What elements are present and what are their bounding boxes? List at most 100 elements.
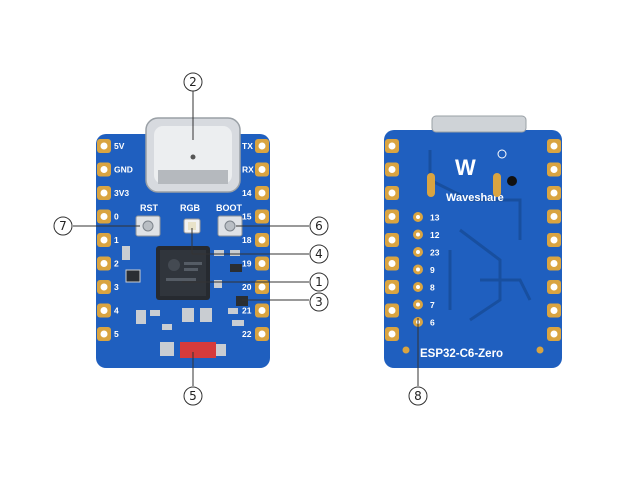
back-inner-pin-label: 6 — [430, 318, 435, 328]
back-inner-pads — [413, 212, 423, 327]
front-right-pad — [255, 280, 269, 294]
front-right-pad — [255, 233, 269, 247]
callout-number: 7 — [59, 219, 67, 233]
bottom-pad-left — [402, 346, 410, 354]
bottom-pad-right — [536, 346, 544, 354]
rgb-label: RGB — [180, 203, 201, 213]
back-left-pad — [385, 186, 399, 200]
back-inner-pin-label: 13 — [430, 213, 440, 223]
back-left-pad — [385, 139, 399, 153]
front-left-pin-label: 1 — [114, 235, 119, 245]
model-label: ESP32-C6-Zero — [420, 348, 503, 360]
back-right-pad — [547, 186, 561, 200]
front-left-pad — [97, 162, 111, 177]
front-right-pad — [255, 327, 269, 341]
front-right-pads — [255, 139, 269, 341]
usb-edge — [431, 115, 527, 133]
back-left-pad — [385, 280, 399, 294]
callout-number: 1 — [315, 275, 323, 289]
front-left-pin-label: 3V3 — [114, 188, 129, 198]
callout-mosfet: 3 — [309, 292, 329, 312]
front-left-pin-label: 4 — [114, 306, 119, 316]
back-right-pad — [547, 280, 561, 294]
callouts — [73, 88, 419, 386]
back-inner-pad — [413, 229, 423, 240]
callout-number: 3 — [315, 295, 323, 309]
front-left-pad — [97, 303, 111, 318]
front-right-pin-label: 19 — [242, 259, 252, 269]
smd-components — [122, 246, 248, 330]
front-right-pin-label: 14 — [242, 188, 252, 198]
rst-label: RST — [140, 203, 159, 213]
back-inner-pin-label: 8 — [430, 283, 435, 293]
back-right-pad — [547, 327, 561, 341]
back-left-pad — [385, 209, 399, 224]
callout-rgb-led: 4 — [309, 244, 329, 264]
front-left-pad — [97, 233, 111, 247]
callout-gpio-headers: 8 — [408, 386, 428, 406]
usb-shield-pad-left — [427, 173, 435, 197]
front-right-pad — [255, 139, 269, 153]
back-left-pad — [385, 256, 399, 271]
front-left-pin-label: 2 — [114, 259, 119, 269]
back-inner-pad — [413, 299, 423, 310]
rgb-led — [183, 218, 201, 234]
callout-number: 4 — [315, 247, 323, 261]
front-left-pin-label: GND — [114, 165, 133, 175]
back-left-pads — [385, 139, 399, 341]
front-right-pad — [255, 209, 269, 224]
back-inner-pad — [413, 212, 423, 222]
mount-hole — [507, 176, 517, 186]
front-left-pad — [97, 327, 111, 341]
back-right-pad — [547, 139, 561, 153]
waveshare-logo: W Waveshare — [446, 149, 507, 204]
back-left-pad — [385, 233, 399, 247]
back-left-pad — [385, 303, 399, 318]
callout-reset-button: 7 — [53, 216, 73, 236]
boot-label: BOOT — [216, 203, 243, 213]
front-left-pad — [97, 186, 111, 200]
back-right-pad — [547, 209, 561, 224]
front-left-pad — [97, 280, 111, 294]
logo-mark: W — [455, 155, 476, 180]
back-inner-pin-label: 23 — [430, 248, 440, 258]
front-right-pin-label: 18 — [242, 235, 252, 245]
pcb-traces — [428, 150, 532, 322]
front-left-pin-label: 5V — [114, 141, 125, 151]
ceramic-antenna — [160, 342, 226, 358]
back-left-pad — [385, 327, 399, 341]
esp32-c6-chip — [156, 246, 210, 300]
boot-button[interactable] — [217, 215, 243, 237]
callout-boot-button: 6 — [309, 216, 329, 236]
front-left-pin-labels: 5V GND 3V3 0 1 2 3 4 5 — [114, 141, 133, 339]
back-right-pad — [547, 233, 561, 247]
front-right-pin-label: TX — [242, 141, 253, 151]
front-right-pad — [255, 256, 269, 271]
back-right-pad — [547, 256, 561, 271]
front-left-pad — [97, 139, 111, 153]
usb-shield-pad-right — [493, 173, 501, 197]
back-right-pads — [547, 139, 561, 341]
callout-number: 2 — [189, 75, 197, 89]
mosfet — [236, 296, 248, 306]
back-inner-pin-label: 9 — [430, 265, 435, 275]
front-right-pin-label: 21 — [242, 306, 252, 316]
back-inner-pad — [413, 264, 423, 275]
brand-label: Waveshare — [446, 192, 504, 204]
usb-c-connector — [145, 117, 241, 193]
front-right-pin-label: 22 — [242, 329, 252, 339]
front-left-pin-label: 3 — [114, 282, 119, 292]
front-left-pads — [97, 139, 111, 341]
callout-number: 8 — [414, 389, 422, 403]
callout-chip: 1 — [309, 272, 329, 292]
back-left-pad — [385, 162, 399, 177]
front-right-pad — [255, 303, 269, 318]
front-left-pin-label: 0 — [114, 212, 119, 222]
back-inner-pin-label: 12 — [430, 230, 440, 240]
back-right-pad — [547, 162, 561, 177]
front-left-pin-label: 5 — [114, 329, 119, 339]
